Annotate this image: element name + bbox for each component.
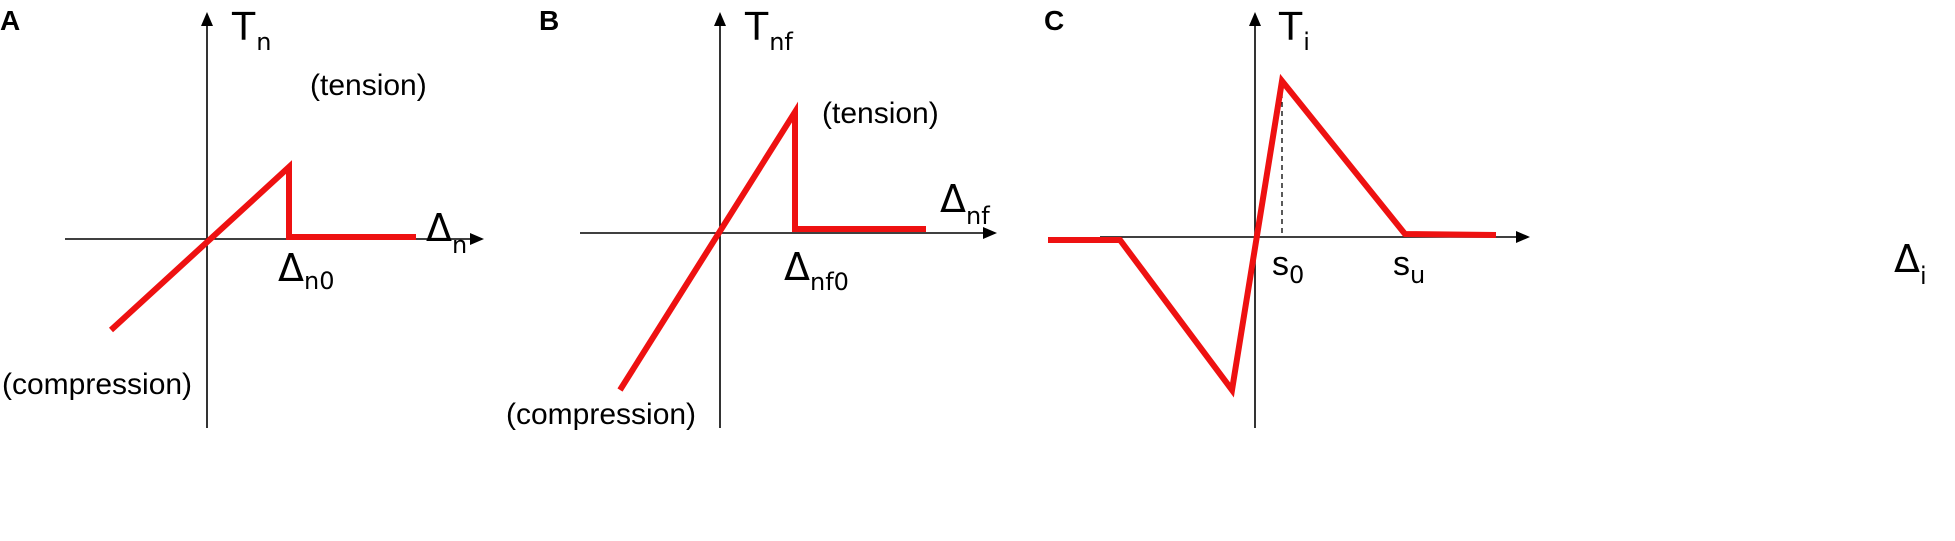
panel-b: B Tnf Δnf (tension) (compression) Δnf0 — [506, 5, 997, 431]
panel-b-tension-label: (tension) — [822, 97, 939, 130]
panel-a-tension-label: (tension) — [310, 69, 427, 102]
panel-b-letter: B — [539, 5, 559, 36]
panel-b-delta-nf0-label: Δnf0 — [784, 245, 849, 296]
panel-a-traction-curve — [108, 160, 416, 333]
panel-c-letter: C — [1044, 5, 1064, 36]
panel-a-x-axis-label: Δn — [426, 206, 467, 259]
panel-c-s0-label: s0 — [1272, 245, 1304, 289]
panel-b-y-axis-label: Tnf — [744, 5, 793, 56]
panel-a-compression-label: (compression) — [2, 368, 192, 401]
panel-b-compression-label: (compression) — [506, 398, 696, 431]
panel-a-letter: A — [0, 5, 20, 36]
panel-c-traction-curve — [1048, 73, 1497, 398]
panel-a-delta-n0-label: Δn0 — [278, 246, 334, 295]
panel-a-y-axis-label: Tn — [231, 5, 271, 56]
panel-c-x-axis-label: Δi — [1894, 237, 1927, 290]
panel-c-su-label: su — [1393, 245, 1425, 289]
panel-b-x-axis-label: Δnf — [940, 177, 990, 230]
panel-c-y-axis-label: Ti — [1278, 5, 1310, 56]
panel-b-traction-curve — [617, 101, 926, 392]
panel-c: C Ti Δi s0 su — [1044, 5, 1927, 428]
panel-a: A Tn Δn (tension) (compression) Δn0 — [0, 5, 484, 428]
